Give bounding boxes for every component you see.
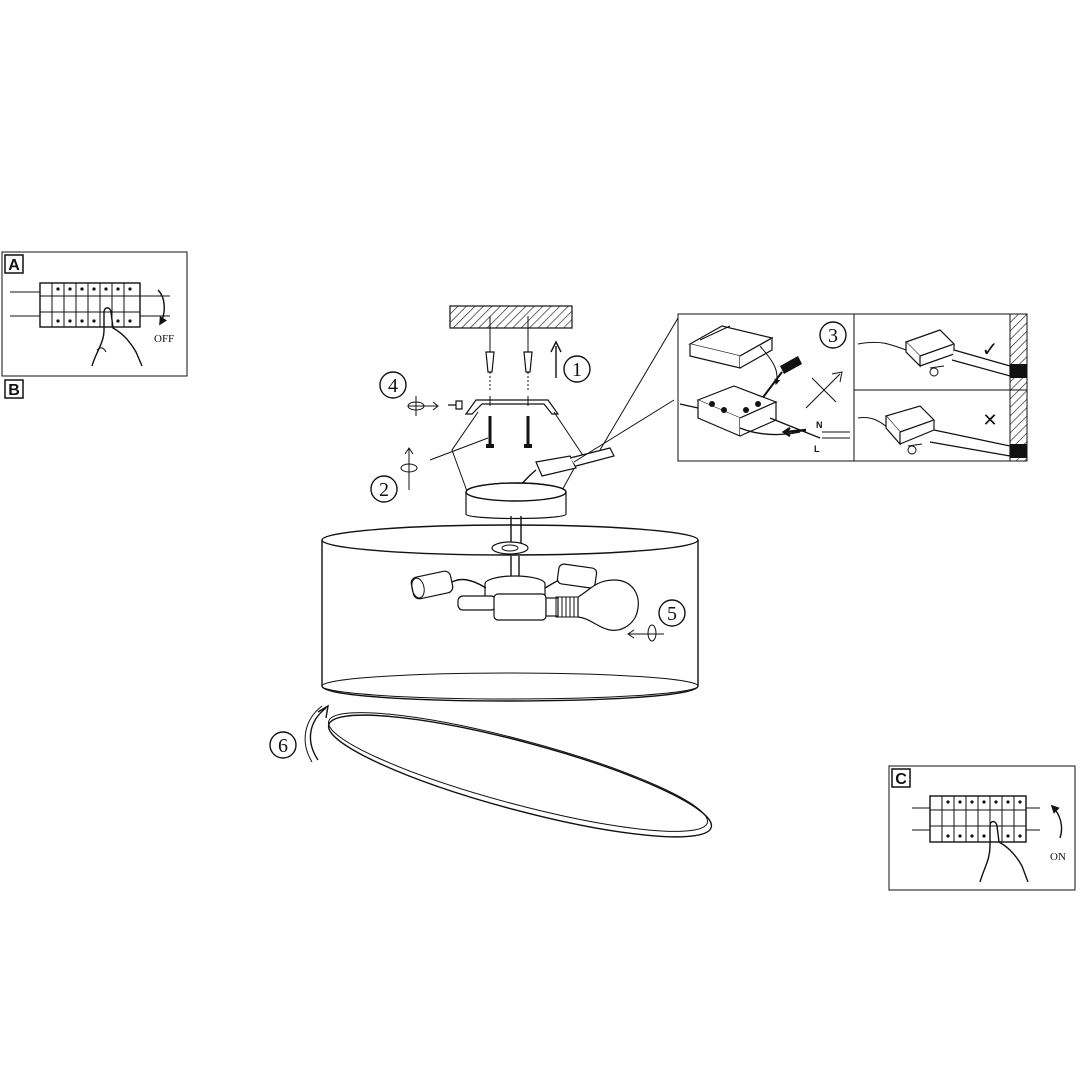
svg-text:5: 5: [667, 603, 677, 625]
terminal-block: [513, 317, 679, 495]
lamp-shade: [321, 524, 699, 702]
canopy: [465, 482, 567, 548]
step-3-badge: 3: [819, 321, 847, 349]
svg-text:2: 2: [379, 479, 389, 501]
bracket-screw: [448, 400, 463, 410]
correct-check-icon: ✓: [982, 339, 999, 361]
panel-c-switch-on: C ON: [888, 765, 1076, 891]
switch-on-arrow-icon: [1050, 804, 1063, 839]
switch-off-arrow-icon: [157, 289, 168, 326]
hand-icon-a: [91, 307, 143, 367]
step-2-badge: 2: [370, 475, 398, 503]
screwdriver-icon: [757, 356, 802, 405]
hand-icon-c: [979, 820, 1029, 883]
correct-install: ✓: [857, 313, 1028, 391]
panel-b-letter: B: [8, 382, 20, 399]
curved-up-arrow-icon-step6: [309, 704, 329, 761]
svg-text:4: 4: [388, 375, 398, 397]
panel-a-switch-off: A: [1, 251, 188, 377]
wall-plugs: [485, 316, 533, 392]
svg-text:6: 6: [278, 735, 288, 757]
panel-a-letter: A: [8, 257, 20, 274]
step-1-badge: 1: [563, 355, 591, 383]
rotate-arrow-icon-step5: [627, 624, 664, 642]
wiring-detail-panel: N L 3 ✓: [677, 313, 1028, 462]
terminal-cover: [688, 325, 781, 386]
terminal-base: [679, 385, 821, 439]
panel-c-letter: C: [895, 771, 907, 788]
insert-arrow-icon: [781, 426, 807, 438]
diffuser-disc: [327, 712, 713, 838]
rotate-arrow-icon-step2: [400, 437, 489, 490]
ceiling-plate: [449, 305, 573, 329]
bulb-icon: [577, 579, 639, 631]
svg-text:3: 3: [828, 325, 838, 347]
step-5-badge: 5: [658, 599, 686, 627]
wire-live-label: L: [814, 444, 820, 454]
panel-b: B: [4, 379, 24, 399]
lamp-holder-assembly: [410, 556, 639, 631]
step-6-badge: 6: [269, 731, 297, 759]
svg-text:1: 1: [572, 359, 582, 381]
incorrect-cross-icon: ✕: [982, 410, 997, 430]
step-4-badge: 4: [379, 371, 407, 399]
canopy-outline: [451, 411, 583, 495]
incorrect-install: ✕: [857, 389, 1028, 462]
mounting-bracket: [464, 396, 560, 415]
up-arrow-icon-step1: [550, 340, 562, 378]
breaker-strip-a: [10, 282, 170, 328]
breaker-strip-c: [912, 795, 1040, 843]
crossed-tools-icon: [805, 371, 843, 409]
rotate-arrow-icon-step4: [407, 396, 439, 416]
fixing-screws: [486, 416, 532, 448]
panel-c-on-label: ON: [1050, 851, 1066, 863]
panel-a-off-label: OFF: [154, 333, 174, 345]
wire-neutral-label: N: [816, 420, 823, 430]
